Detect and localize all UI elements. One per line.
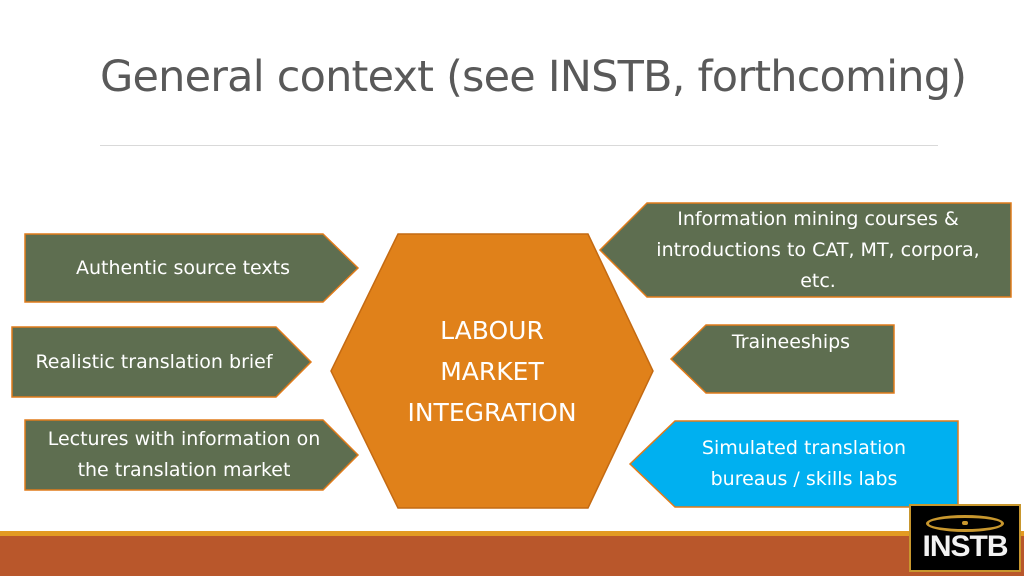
logo-dot-icon — [962, 521, 968, 525]
slide-title: General context (see INSTB, forthcoming) — [100, 52, 967, 102]
left-arrow-box-1 — [24, 233, 360, 303]
right-item-1-line2: introductions to CAT, MT, corpora, — [656, 238, 980, 261]
left-item-1-text: Authentic source texts — [75, 256, 290, 279]
left-item-2-text: Realistic translation brief — [35, 350, 273, 373]
instb-logo: INSTB — [909, 504, 1021, 572]
right-item-1-line1: Information mining courses & — [677, 207, 959, 230]
right-item-2-text: Traineeships — [731, 331, 851, 353]
right-arrow-box-3 — [628, 420, 959, 508]
center-line3: INTEGRATION — [407, 397, 577, 427]
left-item-3-line1: Lectures with information on — [47, 428, 321, 450]
left-item-3-line2: the translation market — [77, 459, 291, 481]
left-arrow-box-2 — [11, 326, 313, 398]
left-item-3-label: Lectures with information on the transla… — [26, 420, 342, 490]
center-line2: MARKET — [440, 356, 544, 386]
left-arrow-box-3 — [24, 419, 360, 491]
logo-text: INSTB — [922, 530, 1009, 563]
right-item-3-line1: Simulated translation — [701, 437, 907, 459]
right-item-1-line3: etc. — [800, 269, 836, 292]
right-item-1-label: Information mining courses & introductio… — [628, 203, 1008, 297]
logo-halo-icon — [926, 515, 1004, 532]
right-item-2-label: Traineeships — [690, 325, 892, 393]
right-arrow-box-1 — [598, 202, 1012, 298]
left-item-2-label: Realistic translation brief — [16, 327, 292, 397]
footer-accent-line — [0, 531, 1024, 536]
center-hexagon — [330, 233, 654, 509]
right-arrow-box-2 — [669, 324, 895, 394]
right-item-3-line2: bureaus / skills labs — [710, 468, 898, 490]
center-label: LABOUR MARKET INTEGRATION — [360, 234, 624, 508]
right-item-3-label: Simulated translation bureaus / skills l… — [654, 421, 954, 507]
title-divider — [100, 145, 938, 146]
left-item-1-label: Authentic source texts — [30, 234, 336, 302]
footer-band — [0, 531, 1024, 576]
center-line1: LABOUR — [440, 315, 544, 345]
